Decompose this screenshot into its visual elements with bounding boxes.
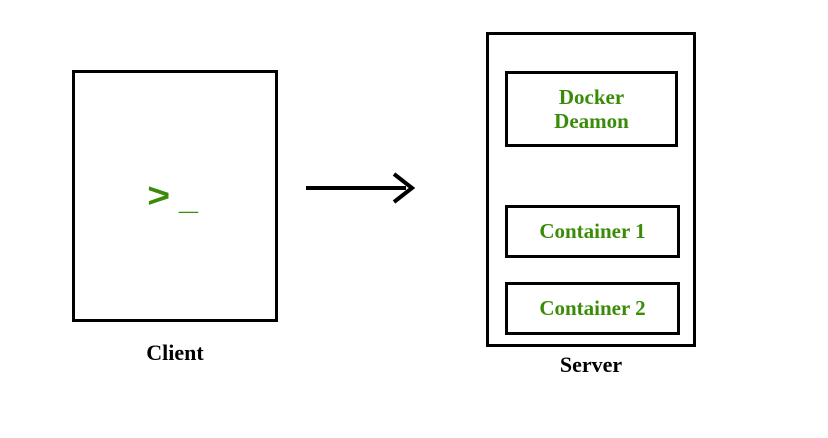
docker-daemon-box: Docker Deamon: [505, 71, 678, 147]
container-2-label: Container 2: [539, 296, 646, 321]
docker-daemon-label-line1: Docker: [558, 84, 625, 109]
server-box: Docker Deamon Container 1 Container 2: [486, 32, 696, 347]
arrow-right-icon: [306, 172, 416, 204]
container-2-box: Container 2: [505, 282, 680, 335]
docker-daemon-label-line2: Deamon: [554, 109, 629, 133]
prompt-cursor-icon: _: [178, 179, 201, 217]
client-box: >_: [72, 70, 278, 322]
container-1-label: Container 1: [539, 219, 646, 244]
client-label: Client: [146, 340, 204, 365]
prompt-chevron-icon: >: [147, 177, 174, 215]
container-1-box: Container 1: [505, 205, 680, 258]
server-label: Server: [559, 352, 623, 377]
docker-daemon-label: Docker Deamon: [554, 85, 629, 133]
terminal-prompt-icon: >_: [75, 73, 275, 319]
